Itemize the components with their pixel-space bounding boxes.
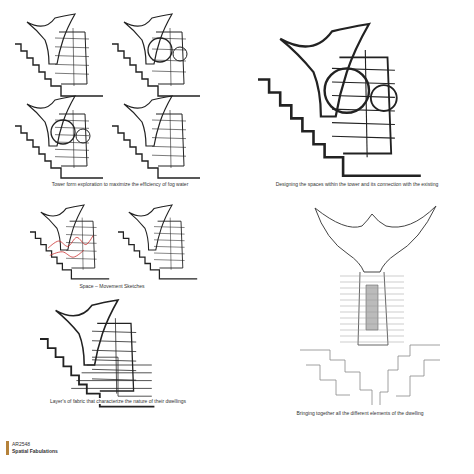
space-circle [148,38,172,62]
sketch-caption: Space – Movement Sketches [78,283,145,289]
floor-line [55,47,89,48]
floor-line [66,226,97,228]
space-circle [51,120,75,144]
tower-sketch [15,14,103,96]
fog-collector [56,300,118,365]
floor-line [340,282,404,283]
tower-frame [358,272,388,345]
core-line [170,110,171,168]
fabric-layer [87,365,152,373]
floor-line [55,157,89,158]
floor-line [154,226,185,228]
floor-line [340,330,404,331]
fog-collector [27,14,75,64]
fog-collector [280,24,369,117]
fog-collector [27,96,75,146]
floor-line [340,336,404,337]
floor-line [55,56,89,57]
floor-line [55,149,89,150]
sketch-caption: Designing the spaces within the tower an… [275,181,440,187]
tower-sketch [118,205,197,279]
floor-line [332,96,395,98]
floor-line [55,38,89,39]
sketch-caption: Bringing together all the different elem… [295,410,424,416]
fog-collector [124,96,172,146]
floor-line [55,135,89,136]
floor-line [66,234,97,236]
floor-line [340,312,404,313]
tower-core [366,285,378,330]
movement-line [48,236,93,249]
floor-line [340,318,404,319]
fabric-layer [92,357,152,365]
tower-sketch [15,96,103,178]
floor-line [92,369,136,370]
floor-line [92,341,136,342]
floor-line [154,253,185,255]
space-circle [76,129,90,143]
final-dwelling-drawing [300,206,440,405]
core-line [73,28,74,86]
floor-line [92,360,136,361]
sketch-caption: Layer's of fabric that characterize the … [49,398,187,404]
space-circle [325,68,369,112]
floor-line [92,350,136,351]
space-circle [371,85,397,111]
fog-collector [124,14,172,64]
terrain-line [380,345,440,405]
floor-line [340,276,404,277]
sketch-caption: Tower form exploration to maximize the e… [51,181,190,187]
terrain-line [306,365,350,395]
floor-line [332,82,395,84]
floor-line [152,129,186,130]
floor-line [55,127,89,129]
tower-sketch [112,96,200,178]
fabric-layer [82,373,152,381]
floor-line [66,250,97,252]
sheet-logo-text: Spatial Fabulations [12,448,58,454]
core-line [115,318,116,393]
tower-sketch [30,205,109,279]
floor-line [92,379,136,380]
floor-line [152,49,186,50]
floor-line [340,300,404,301]
core-line [170,218,172,270]
floor-line [152,138,186,139]
movement-line [50,250,84,257]
floor-line [154,239,185,241]
fog-collector [129,205,172,250]
floor-line [340,288,404,289]
space-circle [173,47,187,61]
floor-line [92,331,136,332]
floor-line [66,258,97,260]
fabric-layer [71,388,152,396]
sheet-logo-text: AR2548 [12,441,30,447]
floor-line [332,136,395,138]
terrain-line [396,360,440,396]
tower-sketch [258,24,421,176]
floor-line [154,246,185,248]
floor-line [340,294,404,295]
terrain-line [300,350,372,405]
tower-sketch [112,14,200,96]
floor-line [152,71,186,72]
tower-sketch [40,300,154,407]
floor-line [340,324,404,325]
floor-line [340,342,404,343]
floor-line [152,155,186,156]
floor-line [152,146,186,147]
floor-line [332,123,395,125]
floor-line [55,64,89,65]
floor-line [55,73,89,74]
floor-line [154,233,185,235]
floor-line [152,120,186,121]
fabric-layer [76,381,151,389]
floor-line [154,259,185,261]
logo-mark [6,441,9,455]
fog-collector [315,206,436,272]
floor-line [340,306,404,307]
